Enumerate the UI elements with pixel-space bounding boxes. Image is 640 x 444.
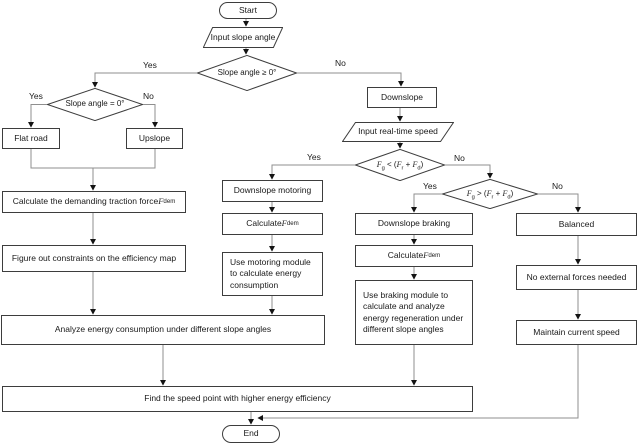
- connector-d1-no: [297, 72, 404, 87]
- node-label: Slope angle ≥ 0°: [217, 67, 277, 77]
- connector-maintain-end: [257, 345, 579, 421]
- connector-d1-yes: [92, 72, 197, 88]
- diamond-shape: [197, 55, 297, 91]
- node-label: Fg > (Fr + Fd): [466, 188, 514, 201]
- node-decision-slope-ge-0: Slope angle ≥ 0°: [197, 55, 297, 91]
- node-no-external-forces: No external forces needed: [516, 265, 637, 290]
- diamond-shape: [355, 149, 445, 181]
- diamond-shape: [442, 179, 538, 209]
- node-downslope-motoring: Downslope motoring: [222, 180, 323, 202]
- connector-d2-no: [143, 104, 158, 128]
- node-label: Input real-time speed: [358, 126, 438, 137]
- parallelogram-shape: [342, 122, 454, 142]
- node-label: Input slope angle: [210, 31, 276, 42]
- edge-label-d4-yes: Yes: [422, 181, 438, 191]
- node-analyze-consumption: Analyze energy consumption under differe…: [1, 315, 325, 345]
- edge-label-d3-no: No: [453, 153, 466, 163]
- connector-d3-no: [445, 164, 493, 179]
- node-flat-road: Flat road: [2, 128, 60, 149]
- edge-label-d1-no: No: [334, 58, 347, 68]
- node-start: Start: [219, 2, 277, 19]
- node-label: Slope angle = 0°: [65, 99, 125, 109]
- connector-d4-yes: [411, 193, 442, 213]
- edge-label-d1-yes: Yes: [142, 60, 158, 70]
- diamond-shape: [47, 88, 143, 121]
- node-upslope: Upslope: [126, 128, 183, 149]
- node-use-motoring-module: Use motoring module to calculate energy …: [222, 252, 323, 296]
- node-input-slope-angle: Input slope angle: [203, 27, 283, 48]
- node-calc-traction-force: Calculate the demanding traction force F…: [2, 191, 186, 213]
- node-decision-force-less: Fg < (Fr + Fd): [355, 149, 445, 181]
- node-find-speed-point: Find the speed point with higher energy …: [2, 386, 473, 412]
- node-downslope-braking: Downslope braking: [355, 213, 473, 235]
- node-downslope: Downslope: [367, 87, 437, 108]
- node-decision-slope-eq-0: Slope angle = 0°: [47, 88, 143, 121]
- connector-merge-flat-upslope: [30, 149, 156, 169]
- node-decision-force-greater: Fg > (Fr + Fd): [442, 179, 538, 209]
- connector-d3-yes: [269, 164, 355, 180]
- node-use-braking-module: Use braking module to calculate and anal…: [355, 280, 473, 345]
- node-input-realtime-speed: Input real-time speed: [342, 122, 454, 142]
- parallelogram-shape: [203, 27, 283, 48]
- edge-label-d2-no: No: [142, 91, 155, 101]
- edge-label-d2-yes: Yes: [28, 91, 44, 101]
- edge-label-d4-no: No: [551, 181, 564, 191]
- edge-label-d3-yes: Yes: [306, 152, 322, 162]
- node-balanced: Balanced: [516, 213, 637, 236]
- node-maintain-speed: Maintain current speed: [516, 320, 637, 345]
- connector-d2-yes: [28, 104, 47, 128]
- node-figure-constraints: Figure out constraints on the efficiency…: [2, 245, 186, 272]
- node-end: End: [222, 425, 280, 443]
- connector-d4-no: [538, 193, 581, 213]
- node-label: Fg < (Fr + Fd): [376, 159, 424, 172]
